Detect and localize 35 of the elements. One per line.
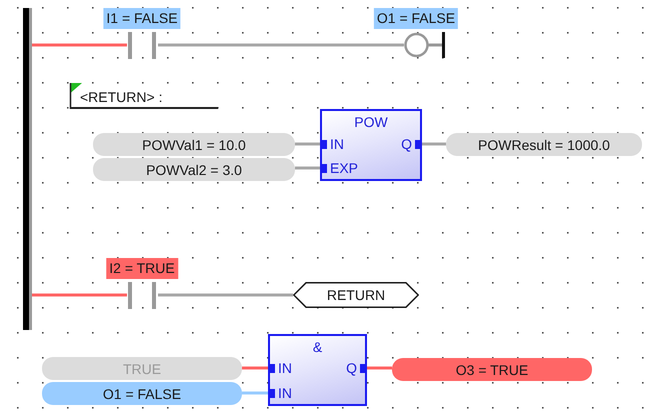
coil-symbol [404, 31, 445, 59]
jump-label-text: <RETURN> : [80, 89, 162, 105]
pin-label: Q [401, 136, 412, 152]
variable-pill: TRUE [42, 357, 242, 380]
connector-line [367, 366, 392, 370]
pin-label: EXP [330, 160, 358, 176]
variable-tag: I2 = TRUE [106, 258, 178, 279]
pin-label: Q [346, 360, 357, 376]
function-block [268, 334, 367, 406]
block-title: & [312, 339, 322, 355]
variable-pill: O1 = FALSE [42, 382, 242, 405]
variable-tag: I1 = FALSE [103, 8, 181, 29]
connector-line [242, 392, 268, 394]
pin-label: IN [278, 360, 292, 376]
connector-line [295, 166, 320, 170]
connector-line [422, 142, 446, 146]
function-block [320, 109, 422, 181]
variable-tag: O1 = FALSE [374, 8, 458, 29]
connector-line [158, 294, 293, 296]
instruction-label: RETURN [326, 287, 386, 303]
variable-pill: POWResult = 1000.0 [446, 133, 642, 156]
pin-label: IN [330, 136, 344, 152]
variable-pill: O3 = TRUE [392, 358, 592, 381]
connector-line [32, 44, 127, 46]
contact-symbol [127, 282, 158, 309]
power-rail [23, 8, 32, 330]
connector-line [158, 44, 404, 46]
pin-label: IN [278, 385, 292, 401]
connector-line [295, 142, 320, 146]
variable-pill: POWVal1 = 10.0 [93, 133, 295, 156]
block-title: POW [354, 114, 388, 130]
connector-line [242, 366, 268, 370]
variable-pill: POWVal2 = 3.0 [93, 158, 295, 181]
contact-symbol [127, 32, 158, 59]
connector-line [32, 294, 127, 296]
